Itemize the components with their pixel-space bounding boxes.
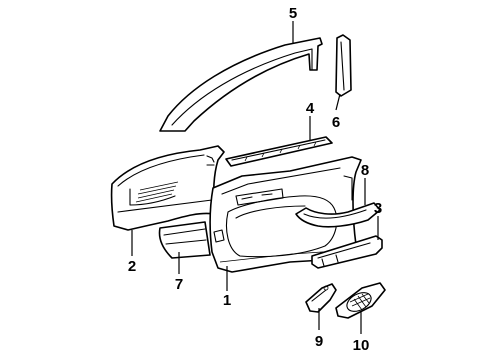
callout-labels: 1 2 3 4 5 6 7 8 9 10 <box>128 5 382 354</box>
callout-7: 7 <box>175 276 183 293</box>
pillar-applique <box>335 34 352 97</box>
callout-2: 2 <box>128 258 136 275</box>
callout-8: 8 <box>361 162 369 179</box>
callout-6: 6 <box>332 114 340 131</box>
map-pocket <box>158 221 211 259</box>
leader-6 <box>335 93 341 111</box>
window-frame-molding <box>159 37 323 132</box>
belt-weatherstrip <box>225 136 333 167</box>
callout-5: 5 <box>289 5 297 22</box>
callout-4: 4 <box>306 100 315 117</box>
trim-cap <box>305 283 337 313</box>
callout-1: 1 <box>223 292 231 309</box>
callout-10: 10 <box>353 337 370 354</box>
door-trim-panel-outer <box>110 145 225 231</box>
speaker-grille <box>335 282 386 319</box>
armrest <box>311 235 383 269</box>
callout-9: 9 <box>315 333 323 350</box>
pull-handle <box>295 202 381 228</box>
leader-lines <box>131 21 379 334</box>
callout-3: 3 <box>374 200 382 217</box>
